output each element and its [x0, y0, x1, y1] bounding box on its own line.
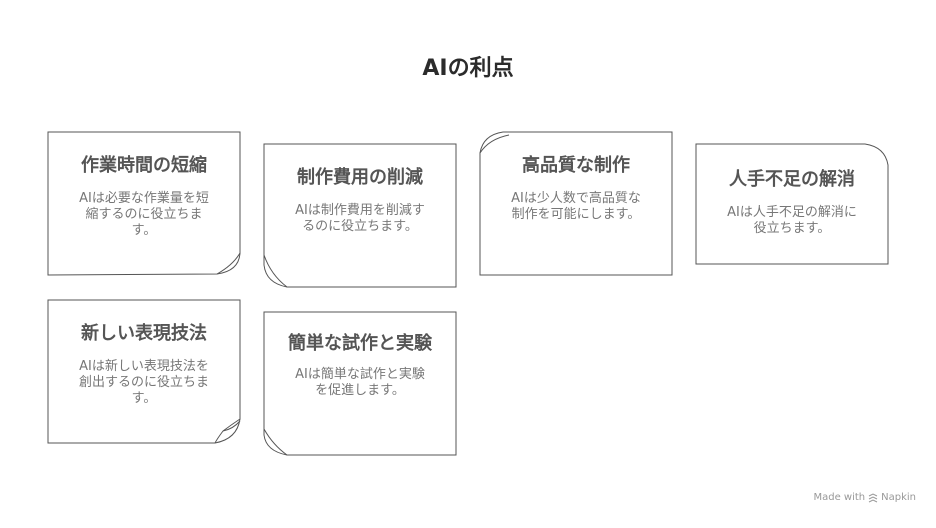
card-5: 新しい表現技法 AIは新しい表現技法を創出するのに役立ちます。: [47, 299, 241, 444]
card-2: 制作費用の削減 AIは制作費用を削減するのに役立ちます。: [263, 143, 457, 288]
card-description: AIは簡単な試作と実験を促進します。: [295, 367, 425, 398]
footer-made-with: Made with: [813, 492, 866, 503]
card-4: 人手不足の解消 AIは人手不足の解消に役立ちます。: [695, 143, 889, 265]
card-frame: [695, 143, 889, 265]
card-description: AIは新しい表現技法を創出するのに役立ちます。: [78, 359, 209, 406]
card-title: 人手不足の解消: [729, 169, 855, 190]
card-description: AIは制作費用を削減するのに役立ちます。: [295, 203, 425, 234]
card-frame: [263, 143, 457, 288]
card-3: 高品質な制作 AIは少人数で高品質な制作を可能にします。: [479, 131, 673, 276]
card-title: 作業時間の短縮: [81, 155, 207, 176]
card-title: 制作費用の削減: [297, 167, 423, 188]
card-frame: [479, 131, 673, 276]
footer-attribution: Made with Napkin: [813, 492, 916, 503]
card-title: 簡単な試作と実験: [288, 333, 432, 354]
card-description: AIは必要な作業量を短縮するのに役立ちます。: [79, 191, 209, 238]
card-6: 簡単な試作と実験 AIは簡単な試作と実験を促進します。: [263, 311, 457, 456]
napkin-logo-icon: [868, 492, 878, 502]
card-title: 新しい表現技法: [81, 323, 207, 344]
card-description: AIは少人数で高品質な制作を可能にします。: [511, 191, 641, 222]
diagram-title: AIの利点: [422, 56, 514, 81]
card-frame: [47, 131, 241, 276]
card-frame: [263, 311, 457, 456]
card-title: 高品質な制作: [522, 155, 630, 176]
card-1: 作業時間の短縮 AIは必要な作業量を短縮するのに役立ちます。: [47, 131, 241, 276]
card-description: AIは人手不足の解消に役立ちます。: [727, 205, 857, 236]
card-frame: [47, 299, 241, 444]
footer-brand: Napkin: [881, 492, 916, 503]
